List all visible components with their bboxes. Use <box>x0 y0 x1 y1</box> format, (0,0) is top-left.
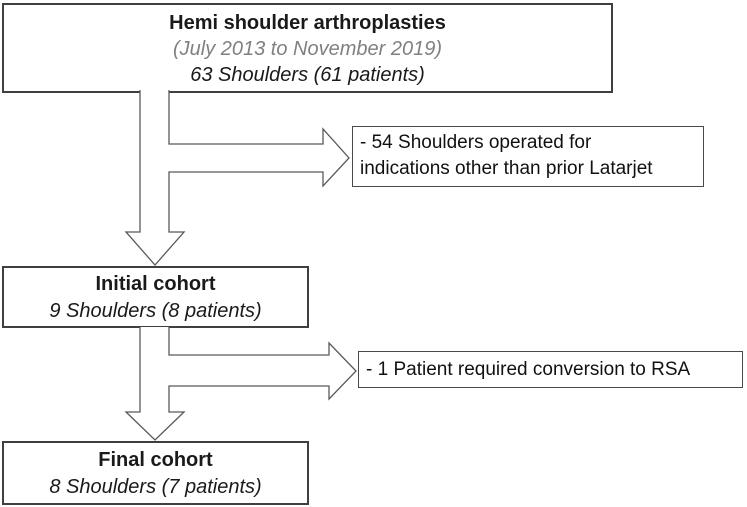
initial-cohort-title: Initial cohort <box>95 273 216 295</box>
exclusion-latarjet-box: - 54 Shoulders operated for indications … <box>352 126 704 187</box>
arrow-top-to-initial-with-branch <box>124 90 350 266</box>
arrow-2-outline <box>124 327 357 441</box>
exclusion-rsa-line1: - 1 Patient required conversion to RSA <box>366 358 691 380</box>
exclusion-latarjet-line1: - 54 Shoulders operated for <box>360 132 592 153</box>
hemi-arthroplasties-title: Hemi shoulder arthroplasties <box>169 12 446 34</box>
arrow-2-fill <box>126 327 356 440</box>
arrow-initial-to-final-with-branch <box>124 327 357 441</box>
arrow-1-fill <box>126 90 349 265</box>
initial-cohort-count: 9 Shoulders (8 patients) <box>49 300 262 322</box>
exclusion-latarjet-line2: indications other than prior Latarjet <box>360 158 653 179</box>
exclusion-rsa-box: - 1 Patient required conversion to RSA <box>358 351 743 388</box>
initial-cohort-box: Initial cohort 9 Shoulders (8 patients) <box>2 266 309 328</box>
final-cohort-box: Final cohort 8 Shoulders (7 patients) <box>2 441 309 505</box>
hemi-arthroplasties-period: (July 2013 to November 2019) <box>172 38 443 60</box>
hemi-arthroplasties-count: 63 Shoulders (61 patients) <box>190 64 425 86</box>
final-cohort-title: Final cohort <box>98 449 213 471</box>
hemi-arthroplasties-box: Hemi shoulder arthroplasties (July 2013 … <box>2 3 613 93</box>
arrow-1-outline <box>124 90 350 266</box>
final-cohort-count: 8 Shoulders (7 patients) <box>49 476 262 498</box>
